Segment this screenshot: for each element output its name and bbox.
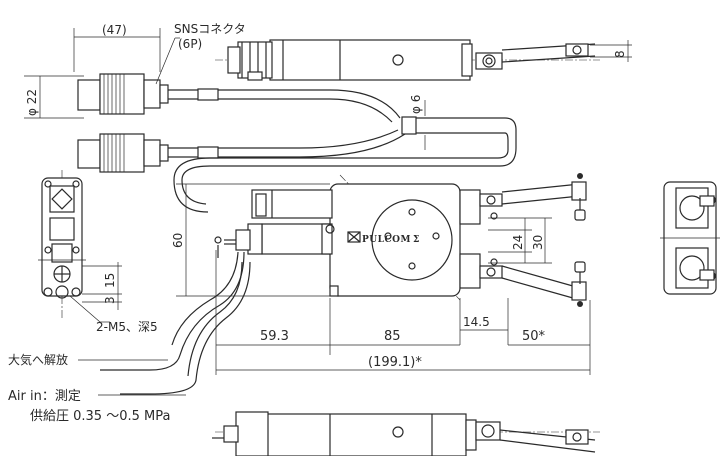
dim-24-label: 24: [511, 235, 525, 250]
dim-60-label: 60: [171, 233, 185, 248]
air-in-label: Air in：測定: [8, 389, 81, 404]
bottom-body: [265, 413, 467, 456]
dim-199-label: (199.1)*: [368, 355, 422, 370]
bottom-view: [212, 411, 600, 456]
sns-connector-2: [99, 133, 145, 173]
dim-85-label: 85: [384, 329, 401, 344]
svg-text:Σ: Σ: [413, 235, 420, 245]
dim-47-label: (47): [102, 23, 127, 37]
tap-note-label: 2-M5、深5: [96, 320, 158, 334]
dim-14-5-label: 14.5: [463, 315, 490, 329]
dim-phi6-label: φ 6: [409, 95, 423, 114]
sns-pins-label: (6P): [178, 37, 202, 51]
sns-connector-1: [99, 73, 145, 115]
dim-50-label: 50*: [522, 329, 546, 344]
pressure-label: 供給圧 0.35 ～0.5 MPa: [30, 409, 170, 424]
exhaust-label: 大気へ解放: [8, 352, 68, 367]
dim-8-label: 8: [613, 50, 627, 58]
dim-15-label: 15: [103, 273, 117, 288]
front-view: PULCOM Σ: [100, 173, 591, 395]
dim-phi22-label: φ 22: [25, 89, 39, 116]
annotations: (47) SNSコネクタ (6P) φ 22 φ 6 8 60 24 30 15…: [8, 22, 627, 424]
sns-connectors: [24, 28, 517, 213]
dim-59-3-label: 59.3: [260, 329, 289, 344]
sns-connector-label: SNSコネクタ: [174, 22, 246, 36]
brand-logo: PULCOM: [362, 235, 411, 245]
cylinder: [261, 223, 331, 255]
dim-3-label: 3: [103, 296, 117, 304]
dial-circle: [371, 199, 453, 281]
right-side-view: [660, 181, 720, 295]
left-side-view: [38, 170, 122, 323]
top-view: [215, 39, 632, 81]
dim-30-label: 30: [531, 235, 545, 250]
top-body: [269, 39, 471, 81]
